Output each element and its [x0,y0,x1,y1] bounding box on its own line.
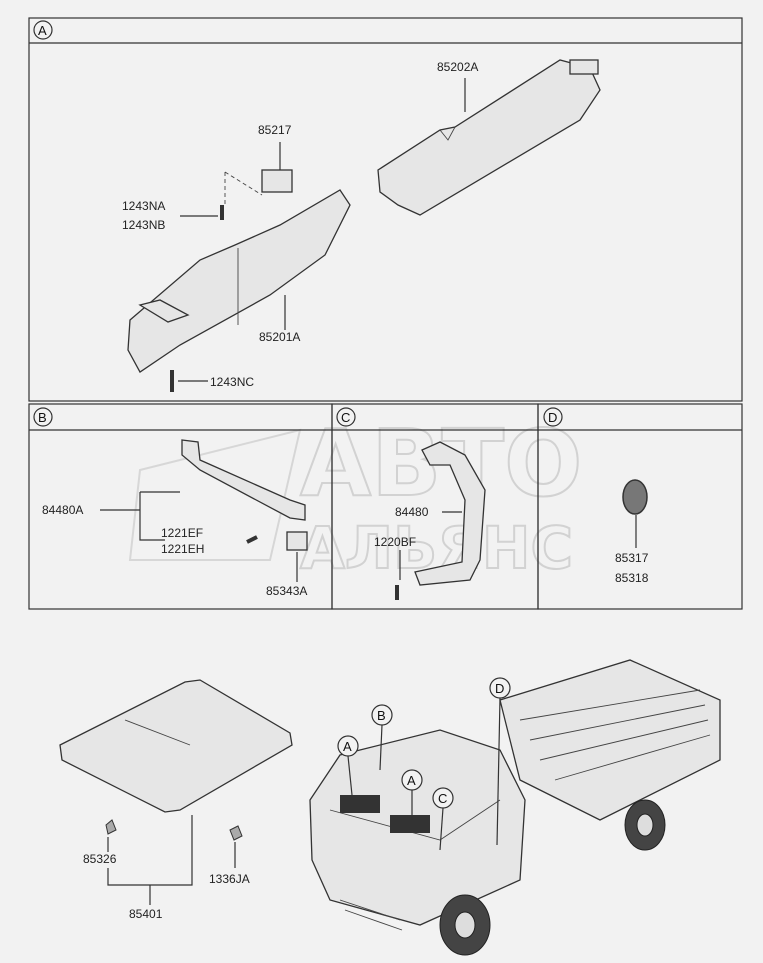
label-84480: 84480 [395,505,429,519]
truck-callout-c-leader [439,807,444,851]
label-1243NB: 1243NB [122,218,165,232]
section-d-badge [543,407,563,427]
clip-dashed-guide [224,171,263,205]
sun-visor-left-bracket [138,299,190,323]
truck-illustration: A B A C D [309,659,721,956]
truck-callout-c-letter: C [438,791,447,806]
watermark: АВТО АЛЬЯНС [128,409,583,583]
section-c: C 84480 1220BF [331,403,539,610]
label-1243NA: 1243NA [122,199,165,213]
sun-visor-right [377,59,601,216]
bracket-85401 [107,815,193,886]
truck-vent-right [390,815,430,833]
section-a-frame [28,17,743,402]
truck-callout-b-letter: B [377,708,386,723]
sun-visor-right-notch [439,126,456,141]
section-b-badge [33,407,53,427]
section-b: B 84480A 1221EF 1221EH 85343A [28,403,333,610]
truck-bed [499,659,721,821]
grab-handle-b [181,439,306,521]
section-d: D 85317 85318 [537,403,743,610]
truck-grille [339,899,403,931]
truck-callout-a1-letter: A [343,739,352,754]
roof-mat-crease [124,719,191,746]
truck-callout-d-letter: D [495,681,504,696]
cap-85343A [286,531,308,551]
truck-callout-d-leader [496,697,501,846]
section-d-frame [537,403,743,610]
truck-callout-a1-leader [347,755,353,796]
grab-handle-c [414,441,486,586]
section-a-badge [33,20,53,40]
label-1221EH: 1221EH [161,542,204,556]
sun-visor-right-bracket [569,59,599,75]
watermark-logo-shape [128,428,302,561]
section-c-badge [336,407,356,427]
truck-windshield-line [329,799,501,841]
label-1243NC: 1243NC [210,375,254,389]
label-1220BF: 1220BF [374,535,416,549]
section-b-letter: B [38,410,47,425]
clip-85326 [105,819,117,835]
label-1336JA: 1336JA [209,872,250,886]
cap-85317 [622,479,648,515]
roof-mat-group: 85326 1336JA 85401 [59,679,293,921]
truck-callout-a2-letter: A [407,773,416,788]
label-85202A: 85202A [437,60,478,74]
visor-clip [261,169,293,193]
section-d-letter: D [548,410,557,425]
label-85326: 85326 [83,852,117,866]
truck-rear-hub [636,813,654,837]
label-1221EF: 1221EF [161,526,203,540]
nut-1336JA [229,825,243,841]
section-c-letter: C [341,410,350,425]
screw-1221EF [246,535,258,544]
label-84480A: 84480A [42,503,83,517]
bracket-84480A [139,492,165,541]
truck-front-hub [454,911,476,939]
label-85217: 85217 [258,123,292,137]
section-a-letter: A [38,23,47,38]
truck-bed-slats [519,689,711,781]
label-85401: 85401 [129,907,163,921]
roof-mat [59,679,293,813]
label-85317: 85317 [615,551,649,565]
truck-callout-b-leader [379,724,383,771]
section-a: A 85202A 85217 1243NA 1243NB 85201A 1243… [28,17,743,402]
label-85343A: 85343A [266,584,307,598]
label-85318: 85318 [615,571,649,585]
label-85201A: 85201A [259,330,300,344]
sun-visor-left [127,189,351,373]
truck-vent-left [340,795,380,813]
